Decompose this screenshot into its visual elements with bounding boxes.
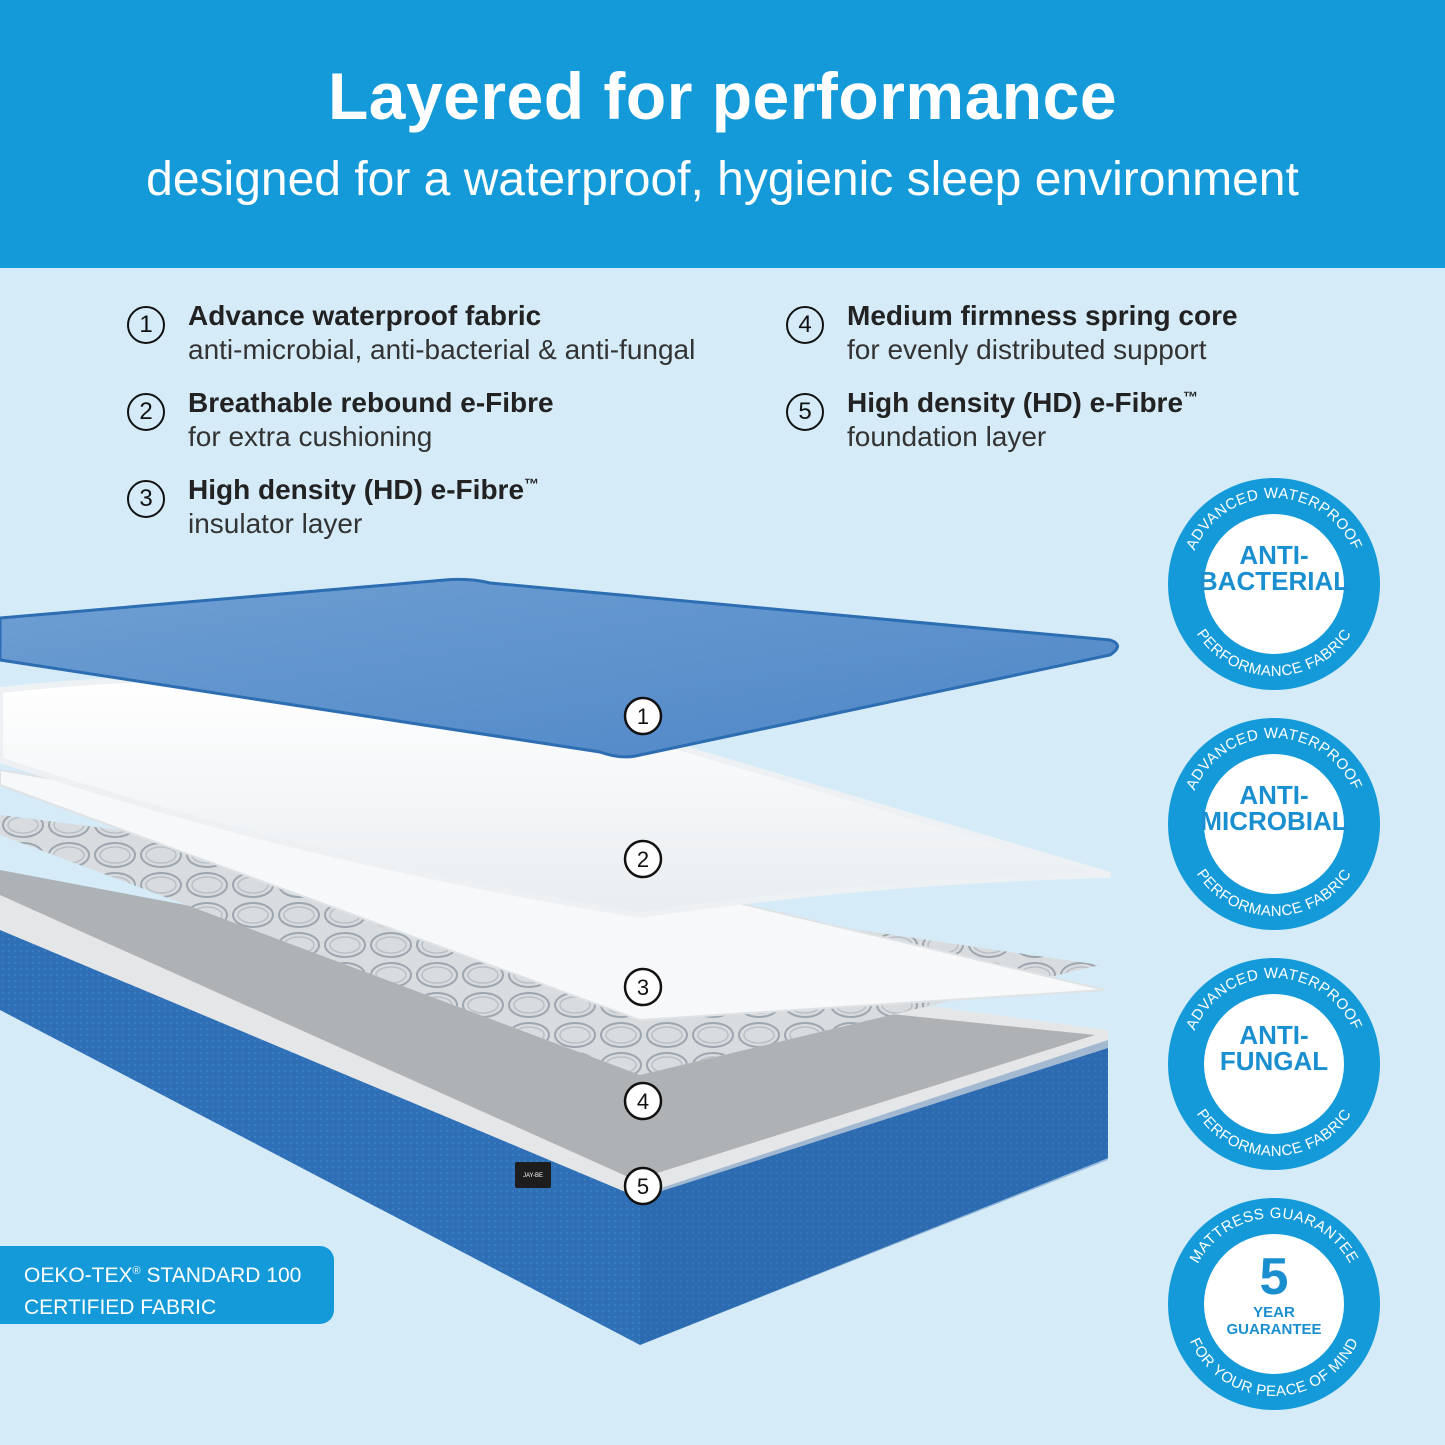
badge-line-2: GUARANTEE (1226, 1321, 1322, 1338)
feature-number: 4 (786, 306, 824, 344)
badge-line-1: ANTI- (1239, 540, 1309, 570)
page-title: Layered for performance (327, 59, 1118, 133)
oeko-standard: STANDARD 100 (140, 1264, 302, 1287)
anti-fungal-badge: ADVANCED WATERPROOF PERFORMANCE FABRIC A… (1168, 958, 1380, 1170)
feature-number: 5 (786, 393, 824, 431)
waterproof-fabric-layer (0, 577, 1119, 759)
badge-ring: ADVANCED WATERPROOF PERFORMANCE FABRIC (1168, 718, 1380, 930)
feature-title-text: High density (HD) e-Fibre (847, 387, 1184, 418)
badge-label: ANTI- FUNGAL (1168, 1022, 1380, 1074)
badge-ring: ADVANCED WATERPROOF PERFORMANCE FABRIC (1168, 478, 1380, 690)
feature-description: insulator layer (188, 508, 363, 539)
registered-mark: ® (132, 1265, 141, 1277)
oeko-line-2: CERTIFIED FABRIC (24, 1296, 217, 1319)
guarantee-badge: MATTRESS GUARANTEE FOR YOUR PEACE OF MIN… (1168, 1198, 1380, 1410)
feature-description: for evenly distributed support (847, 334, 1207, 365)
badge-label: 5 YEAR GUARANTEE (1168, 1250, 1380, 1338)
feature-title: Medium firmness spring core (847, 300, 1238, 331)
oeko-tex-certification: OEKO-TEX® STANDARD 100 CERTIFIED FABRIC (0, 1246, 334, 1324)
layer-marker-5: 5 (623, 1166, 663, 1206)
badge-line-2: MICROBIAL (1200, 806, 1348, 836)
layer-marker-3: 3 (623, 967, 663, 1007)
feature-title: High density (HD) e-Fibre™ (847, 387, 1198, 419)
feature-description: foundation layer (847, 421, 1047, 452)
layer-marker-1-text: 1 (637, 704, 649, 729)
badge-label: ANTI- MICROBIAL (1168, 782, 1380, 834)
layer-marker-2: 2 (623, 839, 663, 879)
badge-ring: MATTRESS GUARANTEE FOR YOUR PEACE OF MIN… (1168, 1198, 1380, 1410)
brand-label-text: JAY-BE (523, 1173, 543, 1179)
feature-description: for extra cushioning (188, 421, 433, 452)
badge-line-2: BACTERIAL (1198, 566, 1350, 596)
brand-label (515, 1162, 551, 1188)
layer-marker-1: 1 (623, 696, 663, 736)
oeko-brand: OEKO-TEX (24, 1264, 133, 1287)
badge-line-2: FUNGAL (1219, 1046, 1329, 1076)
oeko-line-1: OEKO-TEX® STANDARD 100 (24, 1255, 334, 1292)
feature-title: High density (HD) e-Fibre™ (188, 474, 539, 506)
badge-line-1: ANTI- (1239, 1020, 1309, 1050)
layer-marker-3-text: 3 (637, 975, 649, 1000)
trademark-mark: ™ (524, 476, 540, 493)
badge-line-1: YEAR (1253, 1304, 1295, 1321)
page-subtitle: designed for a waterproof, hygienic slee… (146, 153, 1299, 206)
header-banner: Layered for performance designed for a w… (0, 0, 1445, 268)
feature-number: 3 (127, 480, 165, 518)
feature-description: anti-microbial, anti-bacterial & anti-fu… (188, 334, 696, 365)
layer-marker-4: 4 (623, 1081, 663, 1121)
badge-line-1: ANTI- (1239, 780, 1309, 810)
anti-microbial-badge: ADVANCED WATERPROOF PERFORMANCE FABRIC A… (1168, 718, 1380, 930)
badge-ring: ADVANCED WATERPROOF PERFORMANCE FABRIC (1168, 958, 1380, 1170)
layer-marker-5-text: 5 (637, 1174, 649, 1199)
trademark-mark: ™ (1183, 389, 1199, 406)
layer-marker-2-text: 2 (637, 847, 649, 872)
anti-bacterial-badge: ADVANCED WATERPROOF PERFORMANCE FABRIC A… (1168, 478, 1380, 690)
mattress-layers-illustration: JAY-BE 1 2 3 4 5 (0, 577, 1119, 1345)
feature-number: 2 (127, 393, 165, 431)
feature-title: Advance waterproof fabric (188, 300, 542, 331)
feature-title: Breathable rebound e-Fibre (188, 387, 554, 418)
feature-title-text: High density (HD) e-Fibre (188, 474, 525, 505)
badge-label: ANTI- BACTERIAL (1168, 542, 1380, 594)
guarantee-years: 5 (1259, 1248, 1289, 1306)
feature-number: 1 (127, 306, 165, 344)
layer-marker-4-text: 4 (637, 1089, 649, 1114)
